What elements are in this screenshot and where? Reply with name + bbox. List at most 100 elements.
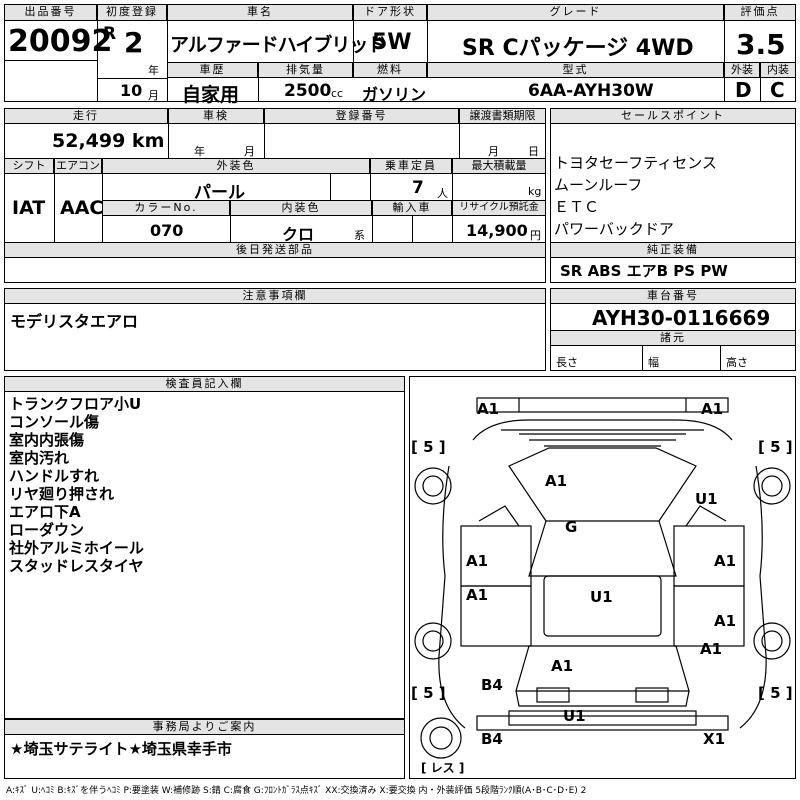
mark-rear-bumper-r: X1 bbox=[703, 730, 725, 748]
mark-back-door: A1 bbox=[551, 657, 573, 675]
grade-header: グレード bbox=[427, 4, 724, 21]
grade-value: SR Cパッケージ 4WD bbox=[462, 36, 694, 61]
chassis-header: 車台番号 bbox=[550, 288, 796, 304]
year-value: 2 bbox=[124, 26, 144, 59]
color-no-value: 070 bbox=[150, 221, 184, 240]
height-label: 高さ bbox=[726, 356, 748, 369]
month-value: 10 bbox=[120, 81, 143, 100]
score-header: 評価点 bbox=[724, 4, 796, 21]
car-damage-diagram: [ 5 ] [ 5 ] [ 5 ] [ 5 ] [ レス ] A1 A1 A1 … bbox=[411, 397, 793, 775]
inspector-item: エアロ下A bbox=[9, 503, 81, 521]
legend-text: A:ｷｽﾞ U:ﾍｺﾐ B:ｷｽﾞを伴うﾍｺﾐ P:要塗装 W:補修跡 S:錆 … bbox=[6, 786, 587, 796]
shift-header: シフト bbox=[4, 158, 54, 174]
insp-month-label: 月 bbox=[244, 145, 255, 158]
sales-point-item: ＥＴＣ bbox=[554, 198, 600, 216]
ext-color-value: パール bbox=[194, 183, 245, 203]
mark-quarter-l: B4 bbox=[481, 676, 503, 694]
inspector-item: 社外アルミホイール bbox=[9, 539, 144, 557]
door-header: ドア形状 bbox=[353, 4, 427, 21]
mark-front-door-l: A1 bbox=[466, 552, 488, 570]
exterior-value: D bbox=[735, 78, 752, 102]
inspector-item: コンソール傷 bbox=[9, 413, 100, 431]
tire-rr-label: [ 5 ] bbox=[758, 684, 793, 702]
transfer-header: 譲渡書類期限 bbox=[459, 108, 546, 124]
tire-fr-label: [ 5 ] bbox=[758, 438, 793, 456]
lot-no-header: 出品番号 bbox=[4, 4, 97, 21]
displacement-header: 排気量 bbox=[258, 62, 353, 78]
car-name-value: アルファードハイブリッド bbox=[170, 34, 386, 56]
interior-header: 内装 bbox=[760, 62, 796, 78]
ext-color-header: 外装色 bbox=[102, 158, 370, 174]
mark-rear-door-r: A1 bbox=[714, 612, 736, 630]
max-load-header: 最大積載量 bbox=[452, 158, 546, 174]
inspector-list: トランクフロア小U コンソール傷 室内内張傷 室内汚れ ハンドルすれ リヤ廻り押… bbox=[9, 395, 144, 575]
recycle-unit: 円 bbox=[530, 229, 541, 242]
tire-rl-label: [ 5 ] bbox=[411, 684, 446, 702]
mark-roof: U1 bbox=[590, 588, 613, 606]
mark-front-bumper-l: A1 bbox=[477, 400, 499, 418]
mark-rear-bumper: U1 bbox=[563, 707, 586, 725]
displacement-value: 2500 bbox=[284, 81, 332, 101]
sales-point-list: トヨタセーフティセンス ムーンルーフ ＥＴＣ パワーバックドア bbox=[554, 152, 717, 240]
width-label: 幅 bbox=[648, 356, 659, 369]
era-value: R bbox=[103, 24, 117, 44]
max-load-unit: kg bbox=[528, 185, 542, 198]
mark-quarter-r: A1 bbox=[700, 640, 722, 658]
inspector-header: 検査員記入欄 bbox=[4, 376, 405, 392]
inspector-item: リヤ廻り押され bbox=[9, 485, 115, 503]
mileage-header: 走行 bbox=[4, 108, 168, 124]
history-value: 自家用 bbox=[182, 84, 240, 106]
length-label: 長さ bbox=[556, 356, 578, 369]
year-unit: 年 bbox=[148, 64, 159, 77]
transfer-day-label: 日 bbox=[528, 145, 539, 158]
sales-point-item: ムーンルーフ bbox=[554, 176, 643, 194]
mark-front-door-r: A1 bbox=[714, 552, 736, 570]
sales-point-item: パワーバックドア bbox=[554, 220, 674, 238]
mark-rear-bumper-l: B4 bbox=[481, 730, 503, 748]
exterior-header: 外装 bbox=[724, 62, 760, 78]
aircon-value: AAC bbox=[60, 197, 104, 219]
inspector-item: ハンドルすれ bbox=[9, 467, 100, 485]
car-name-header: 車名 bbox=[167, 4, 353, 21]
shift-value: IAT bbox=[12, 197, 46, 219]
first-reg-header: 初度登録 bbox=[97, 4, 167, 21]
mark-front-bumper-r: A1 bbox=[701, 400, 723, 418]
spare-tire-label: [ レス ] bbox=[421, 761, 464, 775]
history-header: 車歴 bbox=[167, 62, 258, 78]
fuel-header: 燃料 bbox=[353, 62, 427, 78]
import-header: 輸入車 bbox=[372, 200, 452, 216]
mileage-value: 52,499 km bbox=[52, 130, 165, 152]
inspection-header: 車検 bbox=[168, 108, 264, 124]
tire-fl-label: [ 5 ] bbox=[411, 438, 446, 456]
inspector-item: トランクフロア小U bbox=[9, 395, 142, 413]
inspector-item: ローダウン bbox=[9, 521, 85, 539]
color-no-header: カラーNo. bbox=[102, 200, 230, 216]
specs-header: 諸元 bbox=[550, 330, 796, 346]
insp-year-label: 年 bbox=[194, 145, 205, 158]
inspector-item: 室内汚れ bbox=[9, 449, 70, 467]
office-value: ★埼玉サテライト★埼玉県幸手市 bbox=[10, 740, 232, 758]
genuine-header: 純正装備 bbox=[550, 242, 796, 258]
sales-point-item: トヨタセーフティセンス bbox=[554, 154, 717, 172]
notes-value: モデリスタエアロ bbox=[10, 312, 139, 331]
mark-fender-r: U1 bbox=[695, 490, 718, 508]
inspector-item: 室内内張傷 bbox=[9, 431, 85, 449]
mark-hood: A1 bbox=[545, 472, 567, 490]
displacement-unit: cc bbox=[331, 87, 344, 100]
lot-no-value: 20092 bbox=[8, 24, 113, 59]
notes-header: 注意事項欄 bbox=[4, 288, 546, 304]
capacity-value: 7 bbox=[412, 178, 424, 198]
door-value: 5W bbox=[372, 30, 412, 55]
car-diagram-panel bbox=[409, 376, 796, 779]
inspector-item: スタッドレスタイヤ bbox=[9, 557, 144, 575]
office-header: 事務局よりご案内 bbox=[4, 719, 405, 735]
recycle-header: リサイクル預託金 bbox=[452, 200, 546, 216]
fuel-value: ガソリン bbox=[362, 85, 427, 104]
mark-rear-door-l: A1 bbox=[466, 586, 488, 604]
capacity-unit: 人 bbox=[437, 187, 448, 200]
recycle-value: 14,900 bbox=[466, 221, 528, 240]
aircon-header: エアコン bbox=[54, 158, 102, 174]
int-color-header: 内装色 bbox=[230, 200, 372, 216]
month-unit: 月 bbox=[148, 89, 159, 102]
later-parts-header: 後日発送部品 bbox=[4, 242, 546, 258]
